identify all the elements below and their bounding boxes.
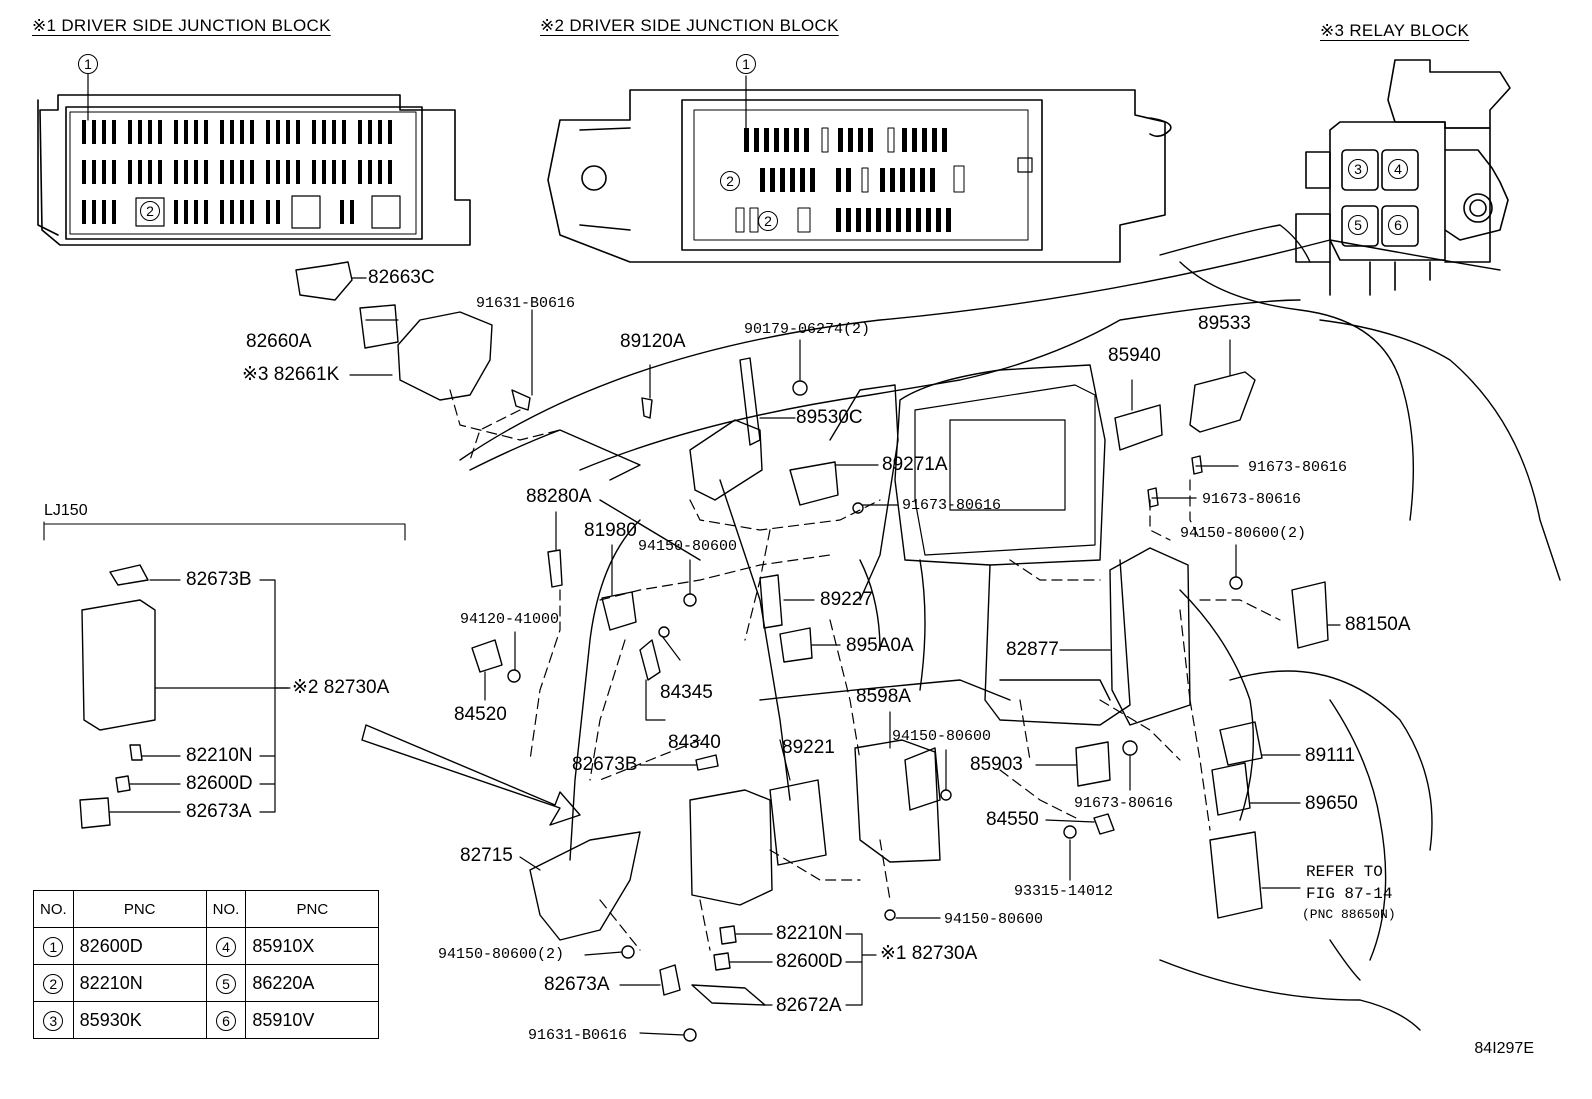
part-90179-06274: 90179-06274(2) <box>744 321 871 338</box>
row-pnc: 85910X <box>245 927 380 965</box>
row-no: 1 <box>43 936 64 957</box>
callout-2-block1: 2 <box>140 201 160 221</box>
dashboard-outline <box>459 224 1561 1031</box>
part-89271A: 89271A <box>882 454 948 475</box>
heading-block-1: ※1 DRIVER SIDE JUNCTION BLOCK <box>32 16 331 35</box>
row-no: 5 <box>216 973 236 994</box>
table-row: 1 82600D 4 85910X <box>33 927 380 965</box>
part-89533: 89533 <box>1198 313 1251 334</box>
part-81980: 81980 <box>584 520 637 541</box>
part-82600D-left: 82600D <box>186 773 253 794</box>
part-91673-80616-b: 91673-80616 <box>1248 459 1348 476</box>
part-93315-14012: 93315-14012 <box>1014 883 1114 900</box>
variant-label: LJ150 <box>44 502 88 519</box>
part-82663C: 82663C <box>368 267 435 288</box>
callout-4-relay: 4 <box>1388 159 1408 179</box>
part-91631-B0616-bottom: 91631-B0616 <box>528 1027 628 1044</box>
part-91673-80616-a: 91673-80616 <box>902 497 1002 514</box>
callout-3-relay: 3 <box>1348 159 1368 179</box>
col-pnc-2: PNC <box>245 890 380 928</box>
part-88280A: 88280A <box>526 486 592 507</box>
part-88150A: 88150A <box>1345 614 1411 635</box>
callout-2-block2-a: 2 <box>720 171 740 191</box>
row-no: 2 <box>43 973 64 994</box>
refer-line-3: (PNC 88650N) <box>1302 907 1396 922</box>
callout-5-relay: 5 <box>1348 215 1368 235</box>
part-85903: 85903 <box>970 754 1023 775</box>
dashed-lines <box>449 389 1281 951</box>
part-85940: 85940 <box>1108 345 1161 366</box>
part-84520: 84520 <box>454 704 507 725</box>
part-89650: 89650 <box>1305 793 1358 814</box>
part-89227: 89227 <box>820 589 873 610</box>
part-94150-80600-b: 94150-80600 <box>892 728 992 745</box>
part-94150-80600-2-a: 94150-80600(2) <box>1180 525 1307 542</box>
row-pnc: 82210N <box>72 964 207 1002</box>
callout-6-relay: 6 <box>1388 215 1408 235</box>
part-82210N-center: 82210N <box>776 923 843 944</box>
part-89221: 89221 <box>782 737 835 758</box>
part-82673B-left: 82673B <box>186 569 252 590</box>
part-89111: 89111 <box>1305 745 1356 766</box>
part-82877: 82877 <box>1006 639 1059 660</box>
col-no-1: NO. <box>33 890 74 928</box>
part-84550: 84550 <box>986 809 1039 830</box>
row-pnc: 85910V <box>245 1001 380 1039</box>
part-94120-41000: 94120-41000 <box>460 611 560 628</box>
pnc-table-header: NO. PNC NO. PNC <box>33 890 380 928</box>
part-91673-80616-c: 91673-80616 <box>1202 491 1302 508</box>
part-91673-80616-d: 91673-80616 <box>1074 795 1174 812</box>
pnc-table: NO. PNC NO. PNC 1 82600D 4 85910X 2 8221… <box>33 890 380 1039</box>
col-pnc-1: PNC <box>72 890 207 928</box>
part-94150-80600-c: 94150-80600 <box>944 911 1044 928</box>
component-sketches <box>79 261 1329 1042</box>
part-82715: 82715 <box>460 845 513 866</box>
row-pnc: 82600D <box>72 927 207 965</box>
part-91631-B0616-top: 91631-B0616 <box>476 295 576 312</box>
relay-block <box>1295 59 1511 296</box>
row-no: 3 <box>43 1010 64 1031</box>
leader-lines <box>43 277 1341 1036</box>
part-94150-80600-a: 94150-80600 <box>638 538 738 555</box>
part-82730A-left: ※2 82730A <box>292 677 390 698</box>
heading-relay-block: ※3 RELAY BLOCK <box>1320 21 1470 40</box>
part-82673A-left: 82673A <box>186 801 252 822</box>
callout-1-block2: 1 <box>736 54 756 74</box>
part-84345: 84345 <box>660 682 713 703</box>
callout-1-block1: 1 <box>78 54 98 74</box>
row-no: 6 <box>216 1010 236 1031</box>
part-89530C: 89530C <box>796 407 863 428</box>
part-94150-80600-2-b: 94150-80600(2) <box>438 946 565 963</box>
part-895A0A: 895A0A <box>846 635 914 656</box>
fuse-slots-2 <box>744 128 951 232</box>
row-no: 4 <box>216 936 236 957</box>
part-82673A-center: 82673A <box>544 974 610 995</box>
part-8598A: 8598A <box>856 686 911 707</box>
junction-block-2 <box>547 75 1172 263</box>
part-82730A-center: ※1 82730A <box>880 943 978 964</box>
part-82661K: ※3 82661K <box>242 364 340 385</box>
refer-line-1: REFER TO <box>1306 863 1383 881</box>
part-82660A: 82660A <box>246 331 312 352</box>
row-pnc: 86220A <box>245 964 380 1002</box>
part-89120A: 89120A <box>620 331 686 352</box>
part-82600D-center: 82600D <box>776 951 843 972</box>
col-no-2: NO. <box>205 890 247 928</box>
table-row: 2 82210N 5 86220A <box>33 964 380 1002</box>
part-82672A: 82672A <box>776 995 842 1016</box>
heading-block-2: ※2 DRIVER SIDE JUNCTION BLOCK <box>540 16 839 35</box>
part-82673B-center: 82673B <box>572 754 638 775</box>
callout-2-block2-b: 2 <box>758 211 778 231</box>
part-84340: 84340 <box>668 732 721 753</box>
fuse-slots-1 <box>82 120 392 224</box>
refer-line-2: FIG 87-14 <box>1306 885 1393 903</box>
junction-block-1 <box>37 73 471 246</box>
table-row: 3 85930K 6 85910V <box>33 1001 380 1039</box>
part-82210N-left: 82210N <box>186 745 253 766</box>
row-pnc: 85930K <box>72 1001 207 1039</box>
figure-code: 84I297E <box>1474 1040 1534 1057</box>
